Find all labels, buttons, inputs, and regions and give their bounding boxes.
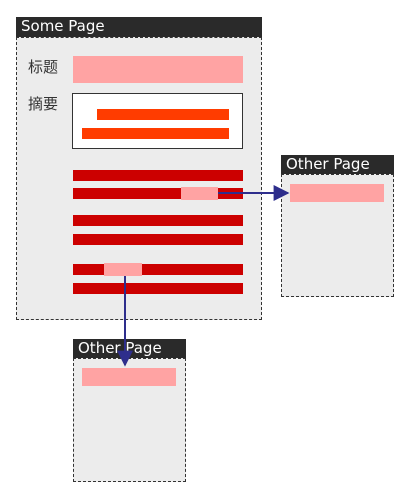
main-page-header: Some Page: [16, 17, 262, 37]
link-highlight-bottom[interactable]: [104, 263, 142, 276]
bottom-page-field: [82, 368, 176, 386]
title-field: [73, 56, 243, 83]
bottom-page-header: Other Page: [73, 339, 186, 358]
content-line-4: [73, 234, 243, 245]
summary-line-2: [82, 128, 229, 139]
bottom-page-title: Other Page: [78, 339, 162, 357]
link-highlight-right[interactable]: [181, 187, 218, 200]
content-line-5: [73, 264, 243, 275]
right-page-header: Other Page: [281, 155, 394, 174]
summary-label: 摘要: [28, 95, 59, 113]
content-line-2: [73, 188, 243, 199]
content-line-3: [73, 215, 243, 226]
title-label: 标题: [28, 58, 59, 76]
right-page-title: Other Page: [286, 155, 370, 173]
content-line-1: [73, 170, 243, 181]
main-page-title: Some Page: [21, 17, 105, 35]
right-page-field: [290, 184, 384, 202]
summary-box: [72, 93, 243, 149]
summary-line-1: [97, 109, 229, 120]
content-line-6: [73, 283, 243, 294]
